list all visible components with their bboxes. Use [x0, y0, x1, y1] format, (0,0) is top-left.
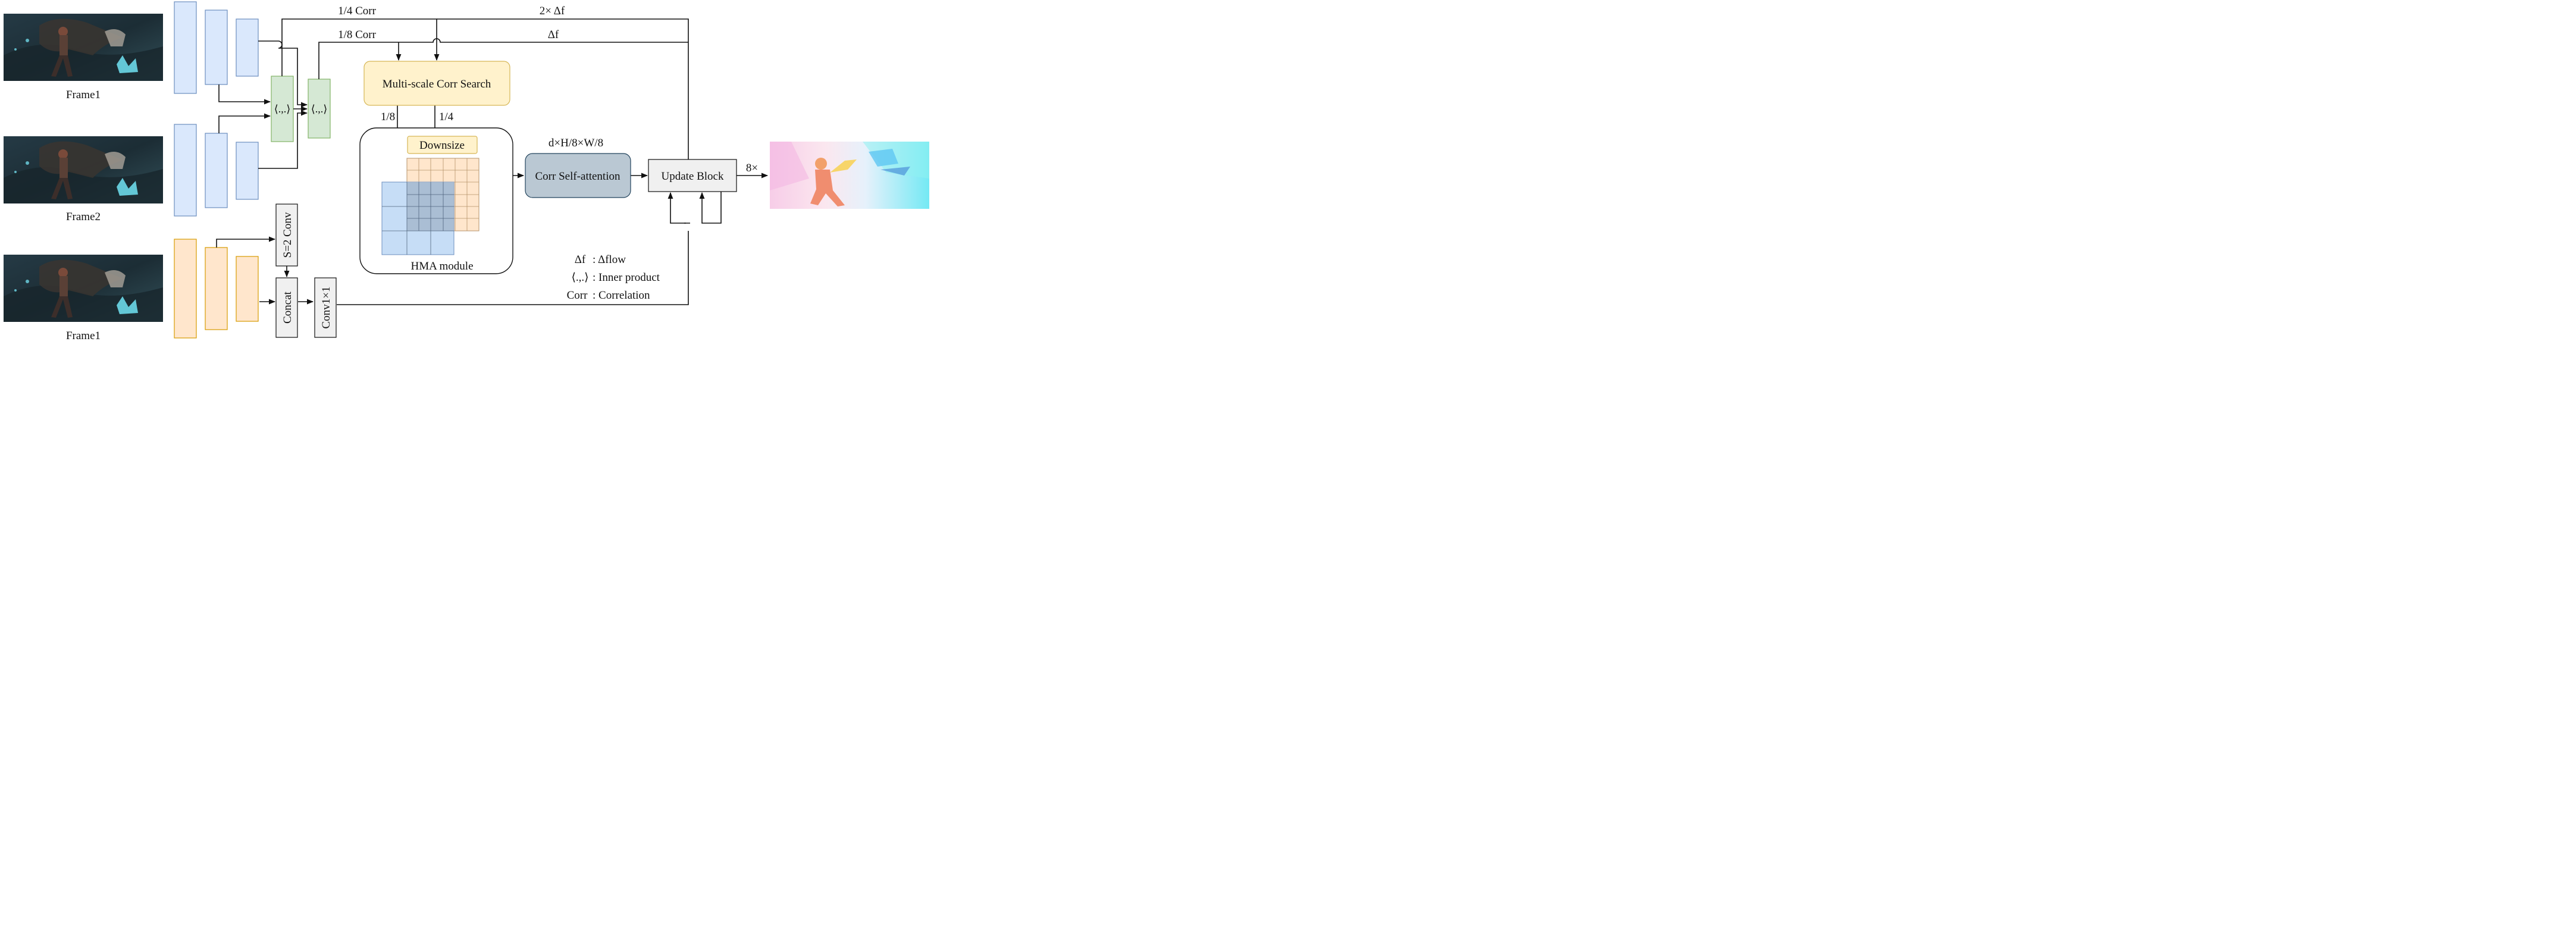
pipeline-diagram: Frame1 Frame2 Frame1 ⟨.,.⟩ ⟨.,.⟩: [4, 1, 929, 342]
encoder-frame1-stage3: [236, 18, 259, 77]
context-encoder-stage3: [236, 256, 259, 322]
inner-product-label-a: ⟨.,.⟩: [274, 103, 291, 115]
frame2-image: [4, 136, 163, 203]
encoder-frame1-stage2: [205, 10, 228, 85]
downsize-block: [407, 136, 478, 154]
update-block: [648, 159, 737, 192]
multiscale-corr-search-block: [363, 61, 510, 106]
legend-val-delta-f: : Δflow: [593, 253, 626, 266]
s2-conv-block: [275, 203, 298, 267]
conn-quarter-corr: [281, 18, 440, 76]
label-dims: d×H/8×W/8: [549, 137, 603, 149]
frame1-top-image: [4, 14, 163, 81]
hma-module-label: HMA module: [410, 260, 473, 273]
conv1x1-block: [314, 277, 337, 338]
legend-key-corr: Corr: [567, 289, 588, 302]
frame1-bottom-image: [4, 255, 163, 322]
conn-eighth-corr: [318, 38, 688, 79]
label-upsample: 8×: [746, 162, 758, 174]
update-block-label: Update Block: [661, 170, 724, 183]
multiscale-corr-search-label: Multi-scale Corr Search: [383, 78, 491, 90]
legend-key-inner-product: ⟨.,.⟩: [571, 271, 588, 284]
corr-self-attention-block: [525, 153, 631, 198]
legend-val-inner-product: : Inner product: [593, 271, 660, 284]
legend-key-delta-f: Δf: [575, 253, 586, 266]
label-eighth-corr: 1/8 Corr: [338, 29, 377, 41]
conn-ctx-s2-to-s2conv: [216, 236, 276, 248]
encoder-frame2-stage1: [174, 124, 197, 217]
corr-self-attention-label: Corr Self-attention: [535, 170, 621, 183]
conn-loop-right: [699, 192, 722, 224]
inner-product-label-b: ⟨.,.⟩: [311, 103, 328, 115]
frame1-bottom-label: Frame1: [66, 330, 101, 342]
conn-f2s2-to-ipa: [218, 113, 271, 133]
concat-block: [275, 277, 298, 338]
encoder-frame2-stage2: [205, 133, 228, 208]
concat-label: Concat: [281, 291, 294, 324]
conv1x1-label: Conv1×1: [320, 287, 333, 329]
frame2-label: Frame2: [66, 211, 101, 223]
conn-f1s2-to-ipa: [218, 84, 271, 105]
label-scale-quarter: 1/4: [439, 111, 454, 123]
label-two-delta-f: 2× Δf: [540, 5, 565, 17]
output-flow-image: [770, 142, 929, 209]
label-delta-f: Δf: [548, 29, 559, 41]
inner-product-box-b: [308, 79, 331, 139]
context-encoder-stage2: [205, 247, 228, 330]
label-scale-eighth: 1/8: [381, 111, 395, 123]
conn-context-to-update: [337, 231, 689, 305]
context-encoder-stage1: [174, 239, 197, 339]
encoder-frame1-stage1: [174, 1, 197, 94]
conn-loop-left: [667, 192, 688, 224]
label-quarter-corr: 1/4 Corr: [338, 5, 377, 17]
encoder-frame2-stage3: [236, 142, 259, 200]
frame1-top-label: Frame1: [66, 89, 101, 101]
correlation-grid-eighth: [381, 181, 455, 255]
inner-product-box-a: [271, 76, 294, 142]
legend-val-corr: : Correlation: [593, 289, 650, 302]
conn-f2s3-to-ipb: [258, 110, 308, 169]
legend: Δf : Δflow ⟨.,.⟩ : Inner product Corr : …: [567, 253, 660, 302]
conn-two-delta-f: [437, 18, 689, 159]
s2-conv-label: S=2 Conv: [281, 212, 294, 258]
downsize-label: Downsize: [419, 139, 465, 152]
